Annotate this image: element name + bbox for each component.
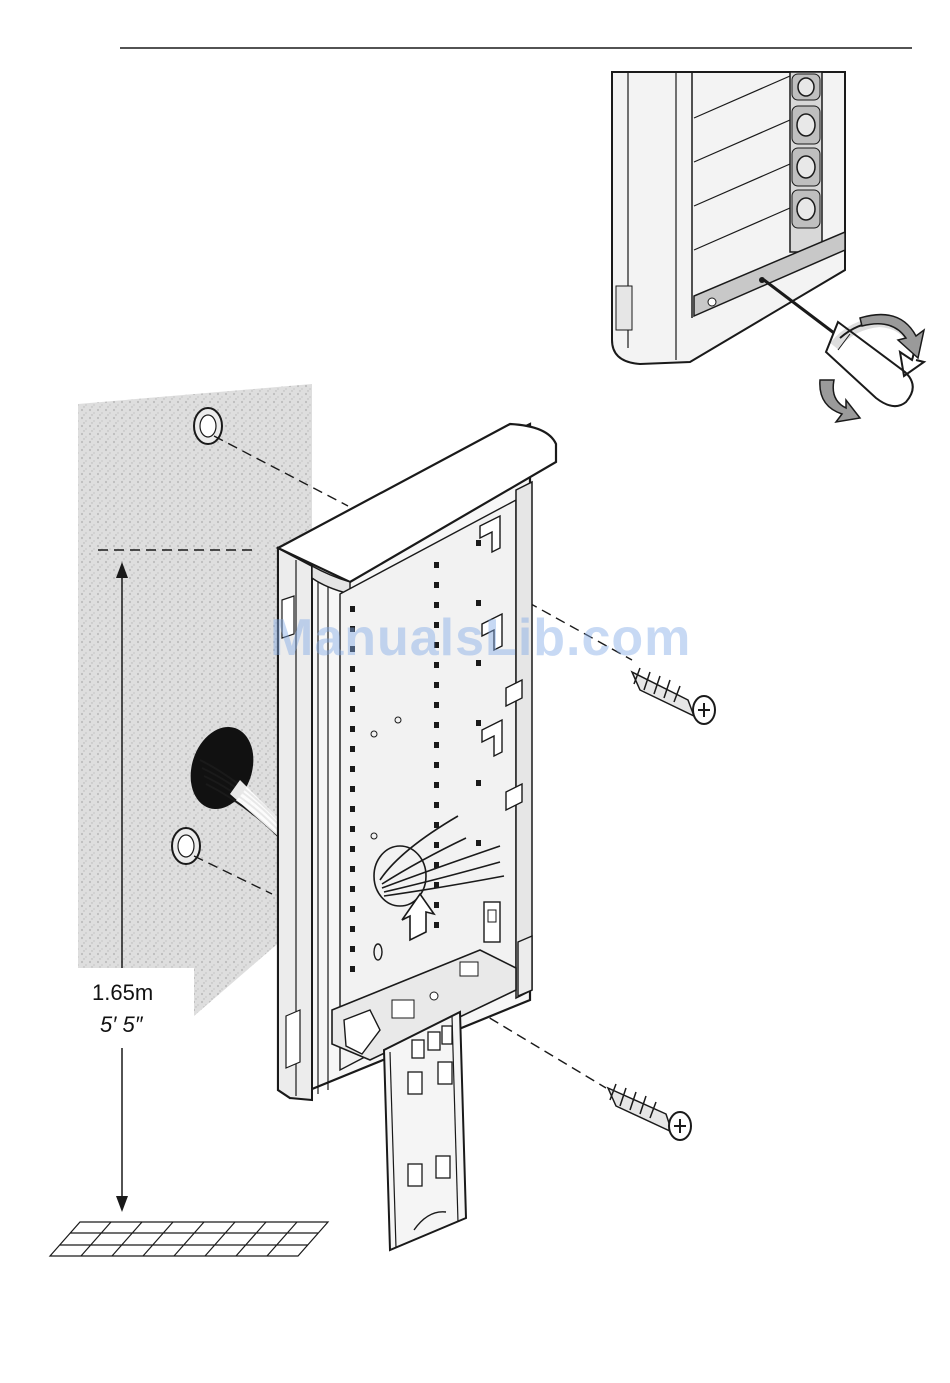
wall-plug-icon (172, 828, 200, 864)
back-box (278, 424, 556, 1100)
call-button-icon (792, 148, 820, 186)
screw-icon (632, 668, 715, 724)
floor-tiles (50, 1222, 328, 1256)
height-imperial-label: 5′ 5″ (100, 1012, 143, 1038)
call-button-icon (792, 106, 820, 144)
height-metric-label: 1.65m (92, 980, 153, 1006)
panel-detail-inset (612, 72, 924, 422)
call-button-icon (792, 190, 820, 228)
screw-icon (608, 1084, 691, 1140)
watermark-text: ManualsLib.com (270, 608, 691, 668)
terminal-board (384, 1012, 466, 1250)
call-button-icon (792, 74, 820, 100)
